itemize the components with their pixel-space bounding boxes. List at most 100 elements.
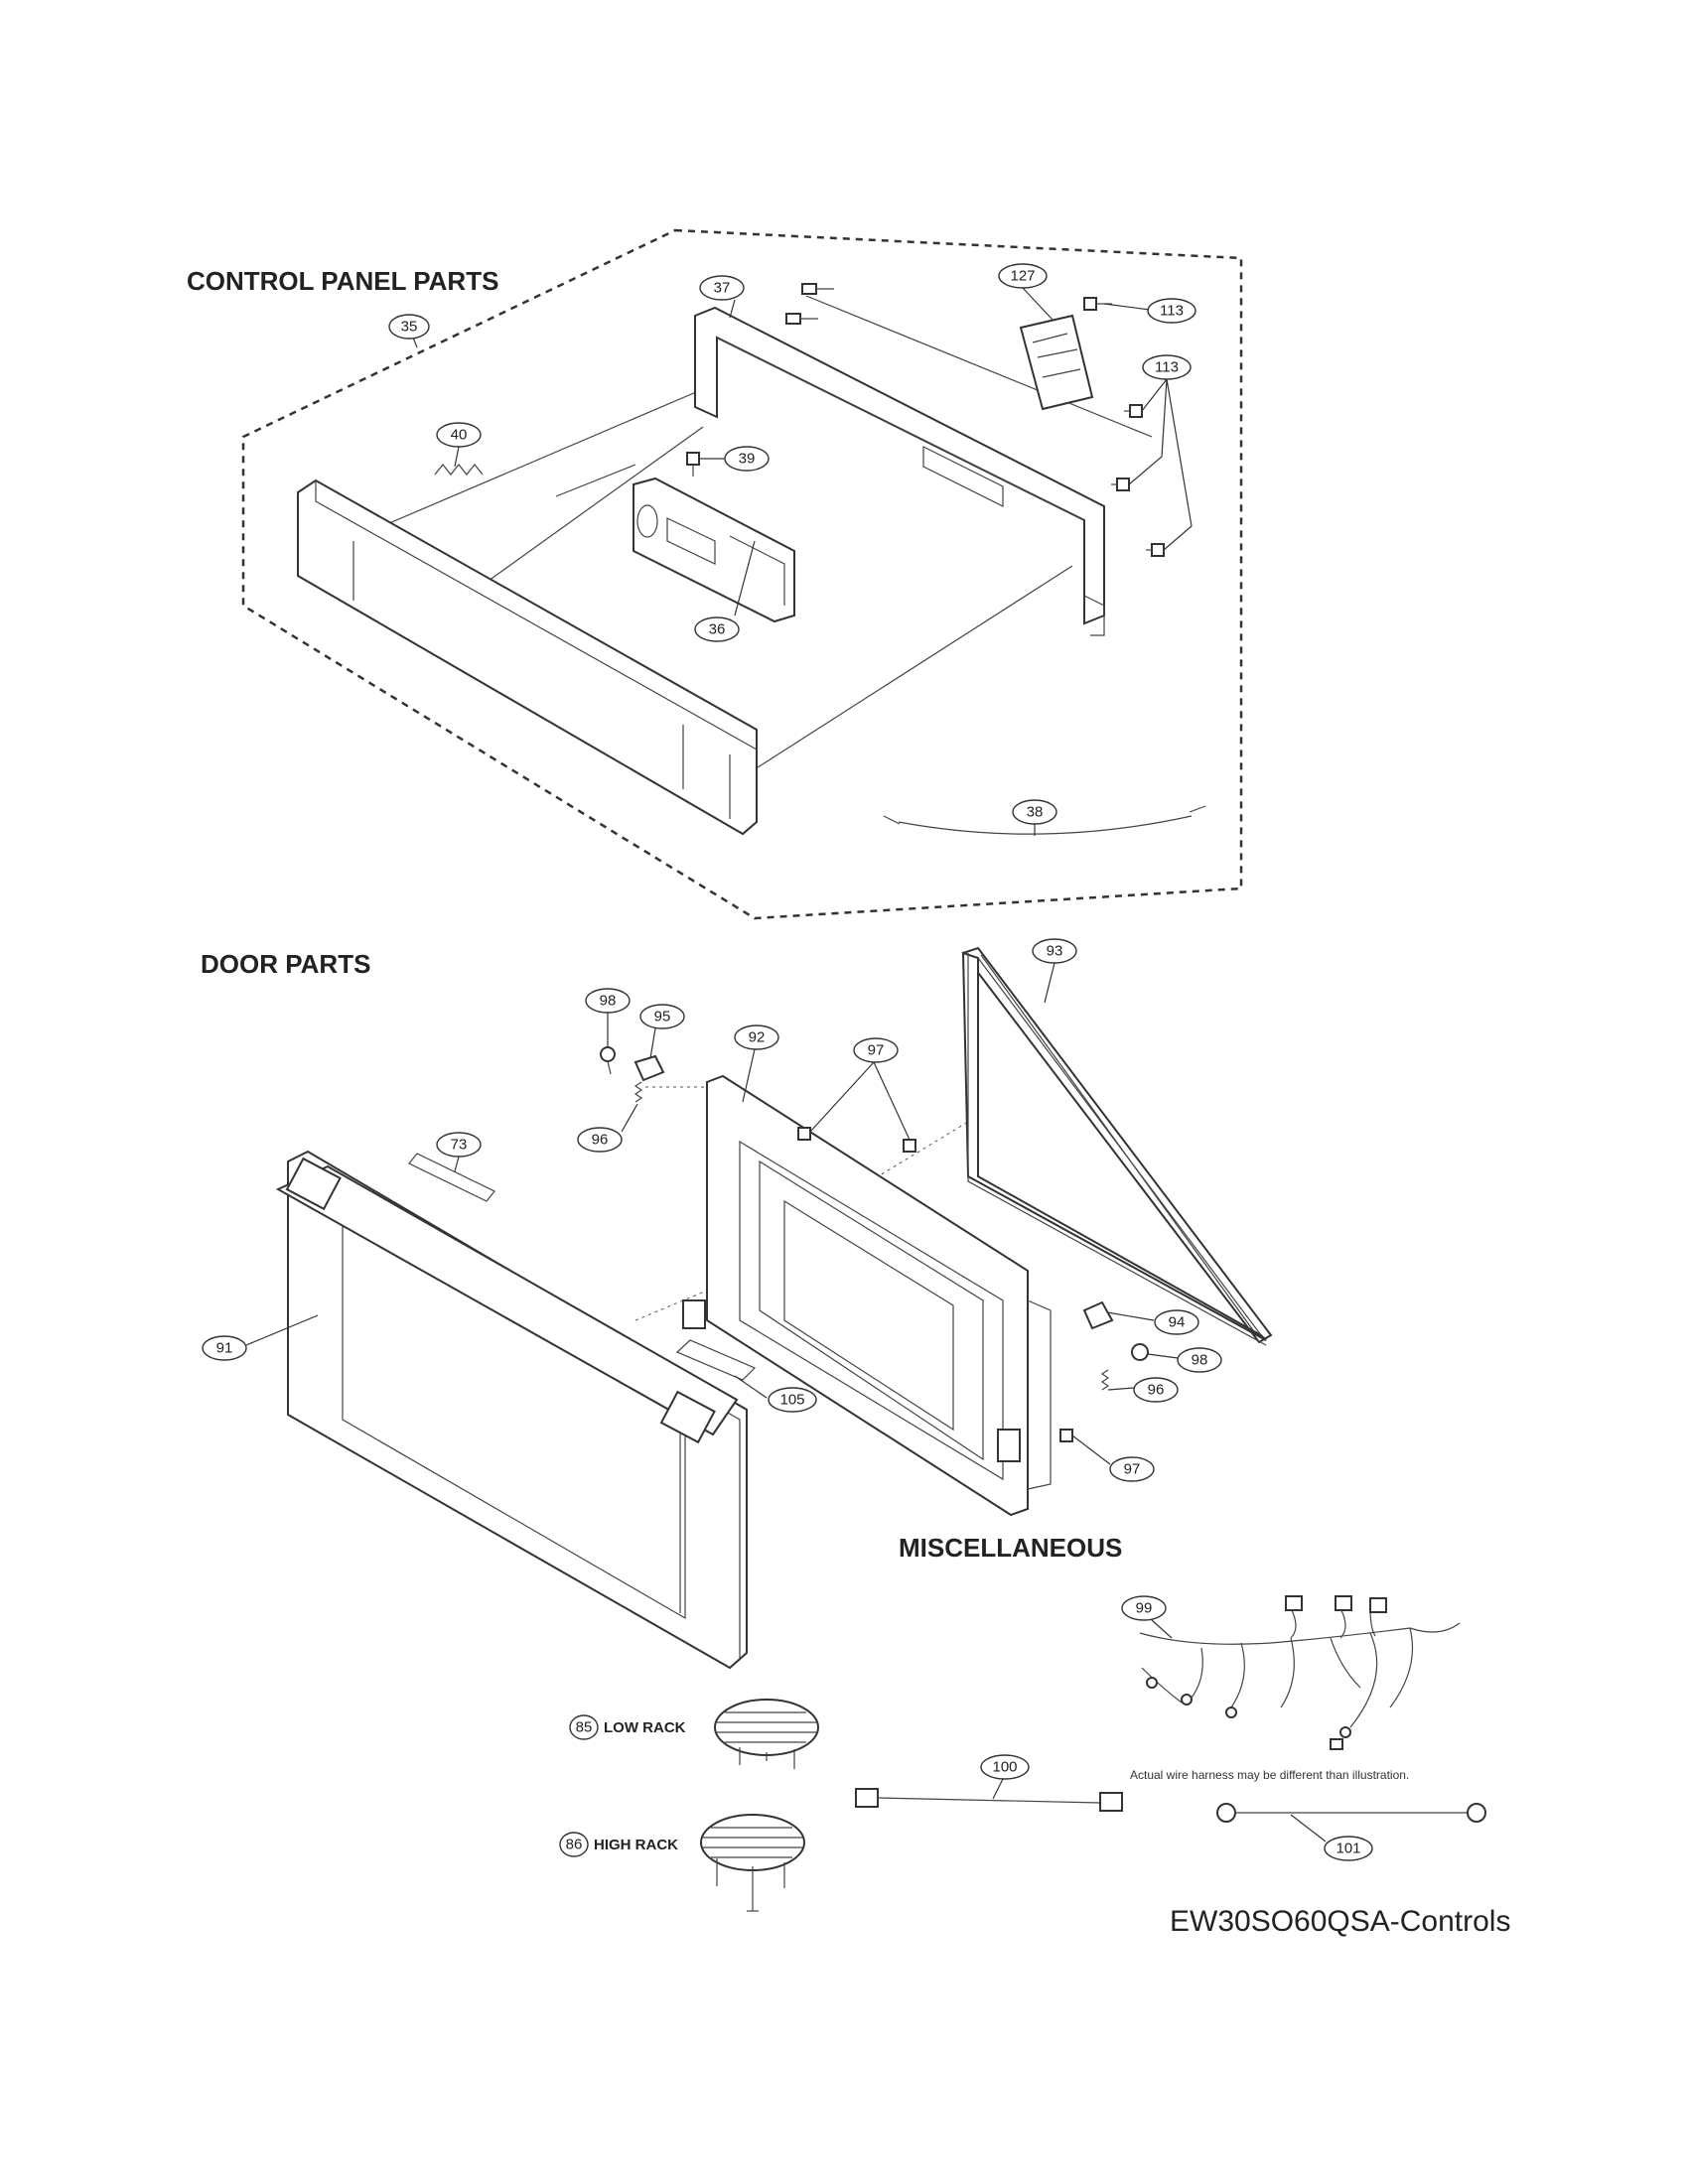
callout-127: 127 <box>1010 268 1035 285</box>
leader-101 <box>1290 1814 1327 1843</box>
callout-36-ring <box>694 616 740 642</box>
callout-95-ring <box>639 1004 685 1029</box>
part-105-label <box>675 1339 757 1381</box>
callout-35: 35 <box>401 319 418 336</box>
callout-40: 40 <box>451 427 468 444</box>
part-92-inner-door <box>682 1074 1052 1517</box>
callout-86-ring <box>559 1832 589 1857</box>
callout-86: 86 <box>566 1837 583 1853</box>
callout-98b-ring <box>1177 1347 1222 1373</box>
callout-96b-ring <box>1133 1377 1179 1403</box>
callout-39-ring <box>724 446 770 472</box>
callout-127-ring <box>998 263 1048 289</box>
callout-100-ring <box>980 1754 1030 1780</box>
callout-97a-ring <box>853 1037 899 1063</box>
callout-99-ring <box>1121 1595 1167 1621</box>
part-94-hinge <box>1082 1300 1114 1330</box>
callout-92: 92 <box>749 1029 766 1046</box>
callout-113a: 113 <box>1160 303 1184 320</box>
screw-37b <box>785 313 818 325</box>
callout-113a-ring <box>1147 298 1196 324</box>
part-96-spring-top <box>633 1081 643 1103</box>
callout-113b: 113 <box>1155 359 1179 376</box>
part-93-door-gasket <box>961 946 1273 1346</box>
callout-97b-ring <box>1109 1456 1155 1482</box>
part-127-control-board <box>1019 314 1094 411</box>
part-99-wire-harness <box>1139 1595 1461 1750</box>
callout-35-ring <box>388 314 430 340</box>
part-73-label <box>408 1153 495 1202</box>
callout-73: 73 <box>451 1137 468 1154</box>
callout-39: 39 <box>739 451 756 468</box>
callouts-door: 73 91 92 93 94 95 96 96 97 97 98 98 <box>202 938 1222 1482</box>
callout-105-ring <box>768 1387 817 1413</box>
callout-96a-ring <box>577 1127 623 1153</box>
screw-113-top <box>1083 297 1112 311</box>
screw-39 <box>686 452 700 477</box>
section-title-door: DOOR PARTS <box>201 949 370 979</box>
part-97-screw-a <box>797 1127 811 1141</box>
screw-37a <box>801 283 834 295</box>
part-91-outer-door <box>275 1150 748 1670</box>
callout-93: 93 <box>1047 943 1063 960</box>
callout-73-ring <box>436 1132 482 1158</box>
part-98-screw-top <box>600 1046 616 1075</box>
part-98-screw-bottom <box>1131 1343 1149 1361</box>
callout-98a: 98 <box>600 993 617 1010</box>
callout-99: 99 <box>1136 1600 1153 1617</box>
part-37-back-frame <box>694 306 1105 636</box>
part-100-cable <box>855 1788 1123 1812</box>
callout-91-ring <box>202 1335 247 1361</box>
callout-85-ring <box>569 1714 599 1740</box>
high-rack-label: HIGH RACK <box>594 1837 678 1853</box>
part-95-hinge <box>633 1054 665 1082</box>
section-title-misc: MISCELLANEOUS <box>899 1533 1122 1563</box>
callout-40-ring <box>436 422 482 448</box>
callouts-control-panel: 35 36 37 38 39 40 113 113 127 <box>388 263 1196 836</box>
callout-113b-ring <box>1142 354 1192 380</box>
callout-101: 101 <box>1336 1841 1360 1857</box>
low-rack: 85 LOW RACK <box>569 1699 819 1769</box>
leader-99 <box>1151 1619 1173 1639</box>
screw-113-1 <box>1124 404 1143 418</box>
callout-38: 38 <box>1027 804 1044 821</box>
control-panel-screws <box>686 283 1165 557</box>
part-97-screw-c <box>1059 1429 1073 1442</box>
callout-94-ring <box>1154 1309 1199 1335</box>
part-35-front-panel <box>297 478 758 836</box>
low-rack-label: LOW RACK <box>604 1719 686 1736</box>
callout-105: 105 <box>779 1392 804 1409</box>
callout-94: 94 <box>1169 1314 1186 1331</box>
callout-101-ring <box>1324 1836 1373 1861</box>
leader-100 <box>992 1778 1004 1800</box>
control-panel-guide-lines <box>347 295 1153 770</box>
callout-96b: 96 <box>1148 1382 1165 1399</box>
high-rack: 86 HIGH RACK <box>559 1814 805 1912</box>
callout-95: 95 <box>654 1009 671 1025</box>
callout-97a: 97 <box>868 1042 885 1059</box>
callout-96a: 96 <box>592 1132 609 1149</box>
section-title-control-panel: CONTROL PANEL PARTS <box>187 266 498 296</box>
callout-93-ring <box>1032 938 1077 964</box>
screw-113-2 <box>1111 478 1130 491</box>
part-97-screw-b <box>903 1139 916 1153</box>
harness-note: Actual wire harness may be different tha… <box>1130 1768 1409 1782</box>
model-number: EW30SO60QSA-Controls <box>1170 1905 1510 1938</box>
callout-37-ring <box>699 275 745 301</box>
part-38-cable <box>883 805 1206 835</box>
screw-113-3 <box>1146 543 1165 557</box>
control-panel-enclosure <box>241 228 1243 920</box>
callout-97b: 97 <box>1124 1461 1141 1478</box>
callout-98b: 98 <box>1192 1352 1208 1369</box>
callout-36: 36 <box>709 621 726 638</box>
callout-100: 100 <box>992 1759 1017 1776</box>
callout-38-ring <box>1012 799 1057 825</box>
part-36-control-module <box>633 477 795 623</box>
callout-92-ring <box>734 1024 779 1050</box>
part-40-spring <box>434 464 484 476</box>
low-rack-grid <box>714 1699 819 1756</box>
callout-85: 85 <box>576 1719 593 1736</box>
callout-91: 91 <box>216 1340 233 1357</box>
